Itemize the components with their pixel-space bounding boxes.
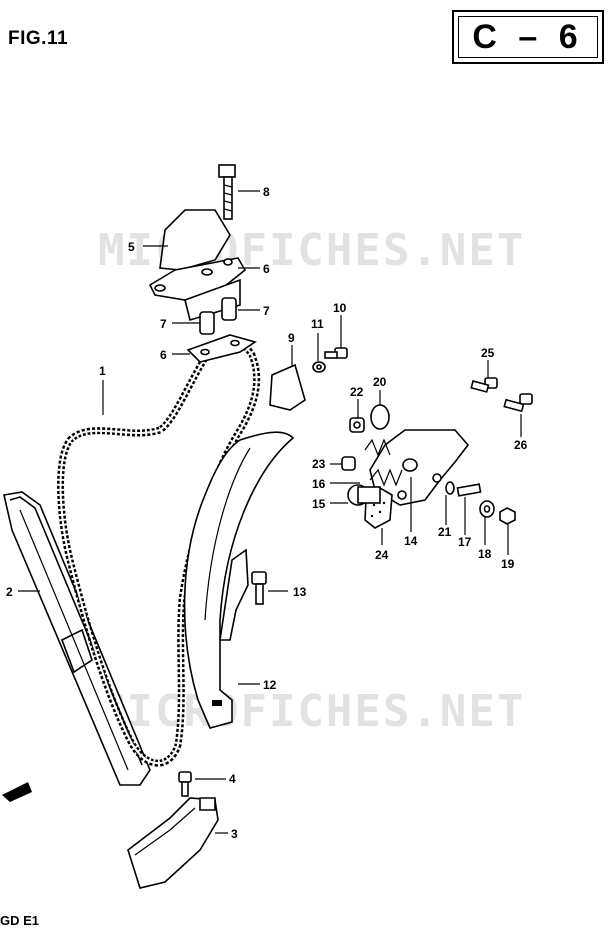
callout-12: 12	[263, 678, 277, 692]
callout-7-left: 7	[160, 317, 167, 331]
nut-19-part[interactable]	[499, 507, 516, 525]
callout-1: 1	[99, 364, 106, 378]
bolt-4-part[interactable]	[178, 771, 192, 797]
section-code-box: C – 6	[452, 10, 604, 64]
callout-16: 16	[312, 477, 326, 491]
callout-3: 3	[231, 827, 238, 841]
leader-lines	[18, 190, 522, 834]
nut-22-part[interactable]	[349, 417, 365, 433]
callout-18: 18	[478, 547, 492, 561]
callout-9: 9	[288, 331, 295, 345]
callout-15: 15	[312, 497, 326, 511]
callout-7-right: 7	[263, 304, 270, 318]
callout-17: 17	[458, 535, 472, 549]
upper-chain-guide-part[interactable]	[148, 209, 247, 322]
callout-6-upper: 6	[263, 262, 270, 276]
figure-label: FIG.11	[8, 28, 69, 49]
callout-14: 14	[404, 534, 418, 548]
callout-21: 21	[438, 525, 452, 539]
adjuster-screw-17-part[interactable]	[456, 483, 482, 497]
callout-4: 4	[229, 772, 236, 786]
washer-11-part[interactable]	[312, 361, 326, 373]
o-ring-21-part[interactable]	[445, 481, 455, 495]
nut-23-part[interactable]	[341, 456, 356, 471]
guide-plate-part[interactable]	[186, 334, 257, 363]
tensioner-body-part[interactable]	[369, 429, 470, 506]
o-ring-part[interactable]	[370, 404, 390, 430]
spring-part[interactable]	[364, 438, 403, 487]
chain-tensioner-guide-part[interactable]	[183, 431, 295, 729]
timing-chain-part[interactable]	[57, 338, 261, 767]
bolt-10-part[interactable]	[324, 347, 348, 359]
section-code: C – 6	[458, 16, 598, 58]
callout-6-lower: 6	[160, 348, 167, 362]
bolt-13-part[interactable]	[251, 571, 267, 605]
callout-10: 10	[333, 301, 347, 315]
callout-26: 26	[514, 438, 528, 452]
chain-guide-part[interactable]	[3, 491, 151, 786]
bolt-25-part[interactable]	[470, 377, 498, 393]
callout-25: 25	[481, 346, 495, 360]
footer-model-code: GD E1	[0, 913, 40, 928]
lower-guide-part[interactable]	[127, 797, 219, 889]
dowel-pin-part[interactable]	[199, 297, 237, 335]
forward-arrow-icon	[2, 782, 32, 802]
bolt-8-part[interactable]	[218, 164, 236, 220]
callout-13: 13	[293, 585, 307, 599]
callout-5: 5	[128, 240, 135, 254]
plunger-part[interactable]	[347, 484, 381, 506]
callout-22: 22	[350, 385, 364, 399]
callout-labels: 1 2 3 4 5 6 6 7 7 8 9 10 11 12 13 14 15 …	[6, 185, 528, 841]
callout-19: 19	[501, 557, 515, 571]
callout-8: 8	[263, 185, 270, 199]
bolt-26-part[interactable]	[503, 393, 533, 413]
callout-23: 23	[312, 457, 326, 471]
callout-11: 11	[311, 317, 324, 331]
cushion-block-part[interactable]	[269, 363, 306, 411]
washer-18-part[interactable]	[479, 500, 495, 518]
callout-24: 24	[375, 548, 389, 562]
callout-2: 2	[6, 585, 13, 599]
callout-20: 20	[373, 375, 387, 389]
